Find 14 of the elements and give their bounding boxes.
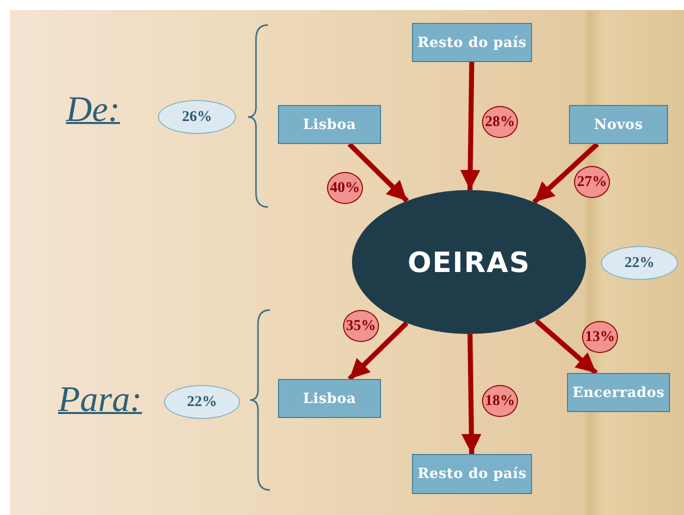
- place-box: Encerrados: [567, 373, 670, 412]
- arrow: [348, 142, 409, 203]
- arrow: [532, 142, 599, 204]
- place-box: Novos: [569, 105, 668, 144]
- arrow: [348, 321, 408, 381]
- place-box: Lisboa: [278, 105, 381, 144]
- arrow: [460, 62, 480, 190]
- place-box: Lisboa: [278, 379, 381, 418]
- arrow: [461, 334, 482, 454]
- section-heading: De:: [66, 88, 120, 130]
- place-box: Resto do país: [412, 454, 532, 494]
- place-box: Resto do país: [412, 23, 532, 62]
- section-heading: Para:: [58, 378, 142, 420]
- arrow: [534, 318, 598, 375]
